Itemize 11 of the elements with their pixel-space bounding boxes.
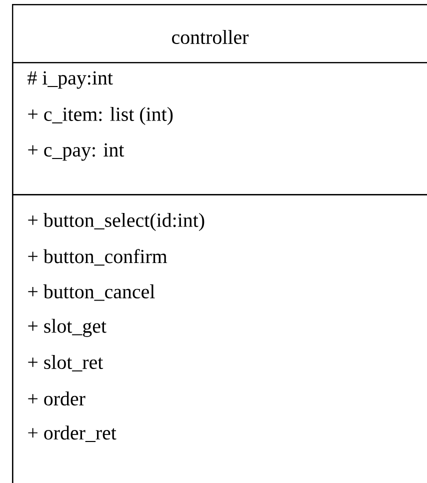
class-name: controller [172,30,249,44]
method-text: + slot_ret [28,355,104,372]
attribute-text: + c_pay: int [28,143,124,161]
attribute-text: # i_pay:int [28,71,113,89]
method-text: + button_cancel [28,284,155,301]
method-text: + button_confirm [28,249,168,266]
method-text: + order [28,392,86,406]
method-text: + order_ret [28,426,116,442]
method-text: + button_select(id:int) [28,212,204,232]
method-text: + slot_get [28,318,106,337]
attribute-text: + c_item: list (int) [28,106,173,126]
